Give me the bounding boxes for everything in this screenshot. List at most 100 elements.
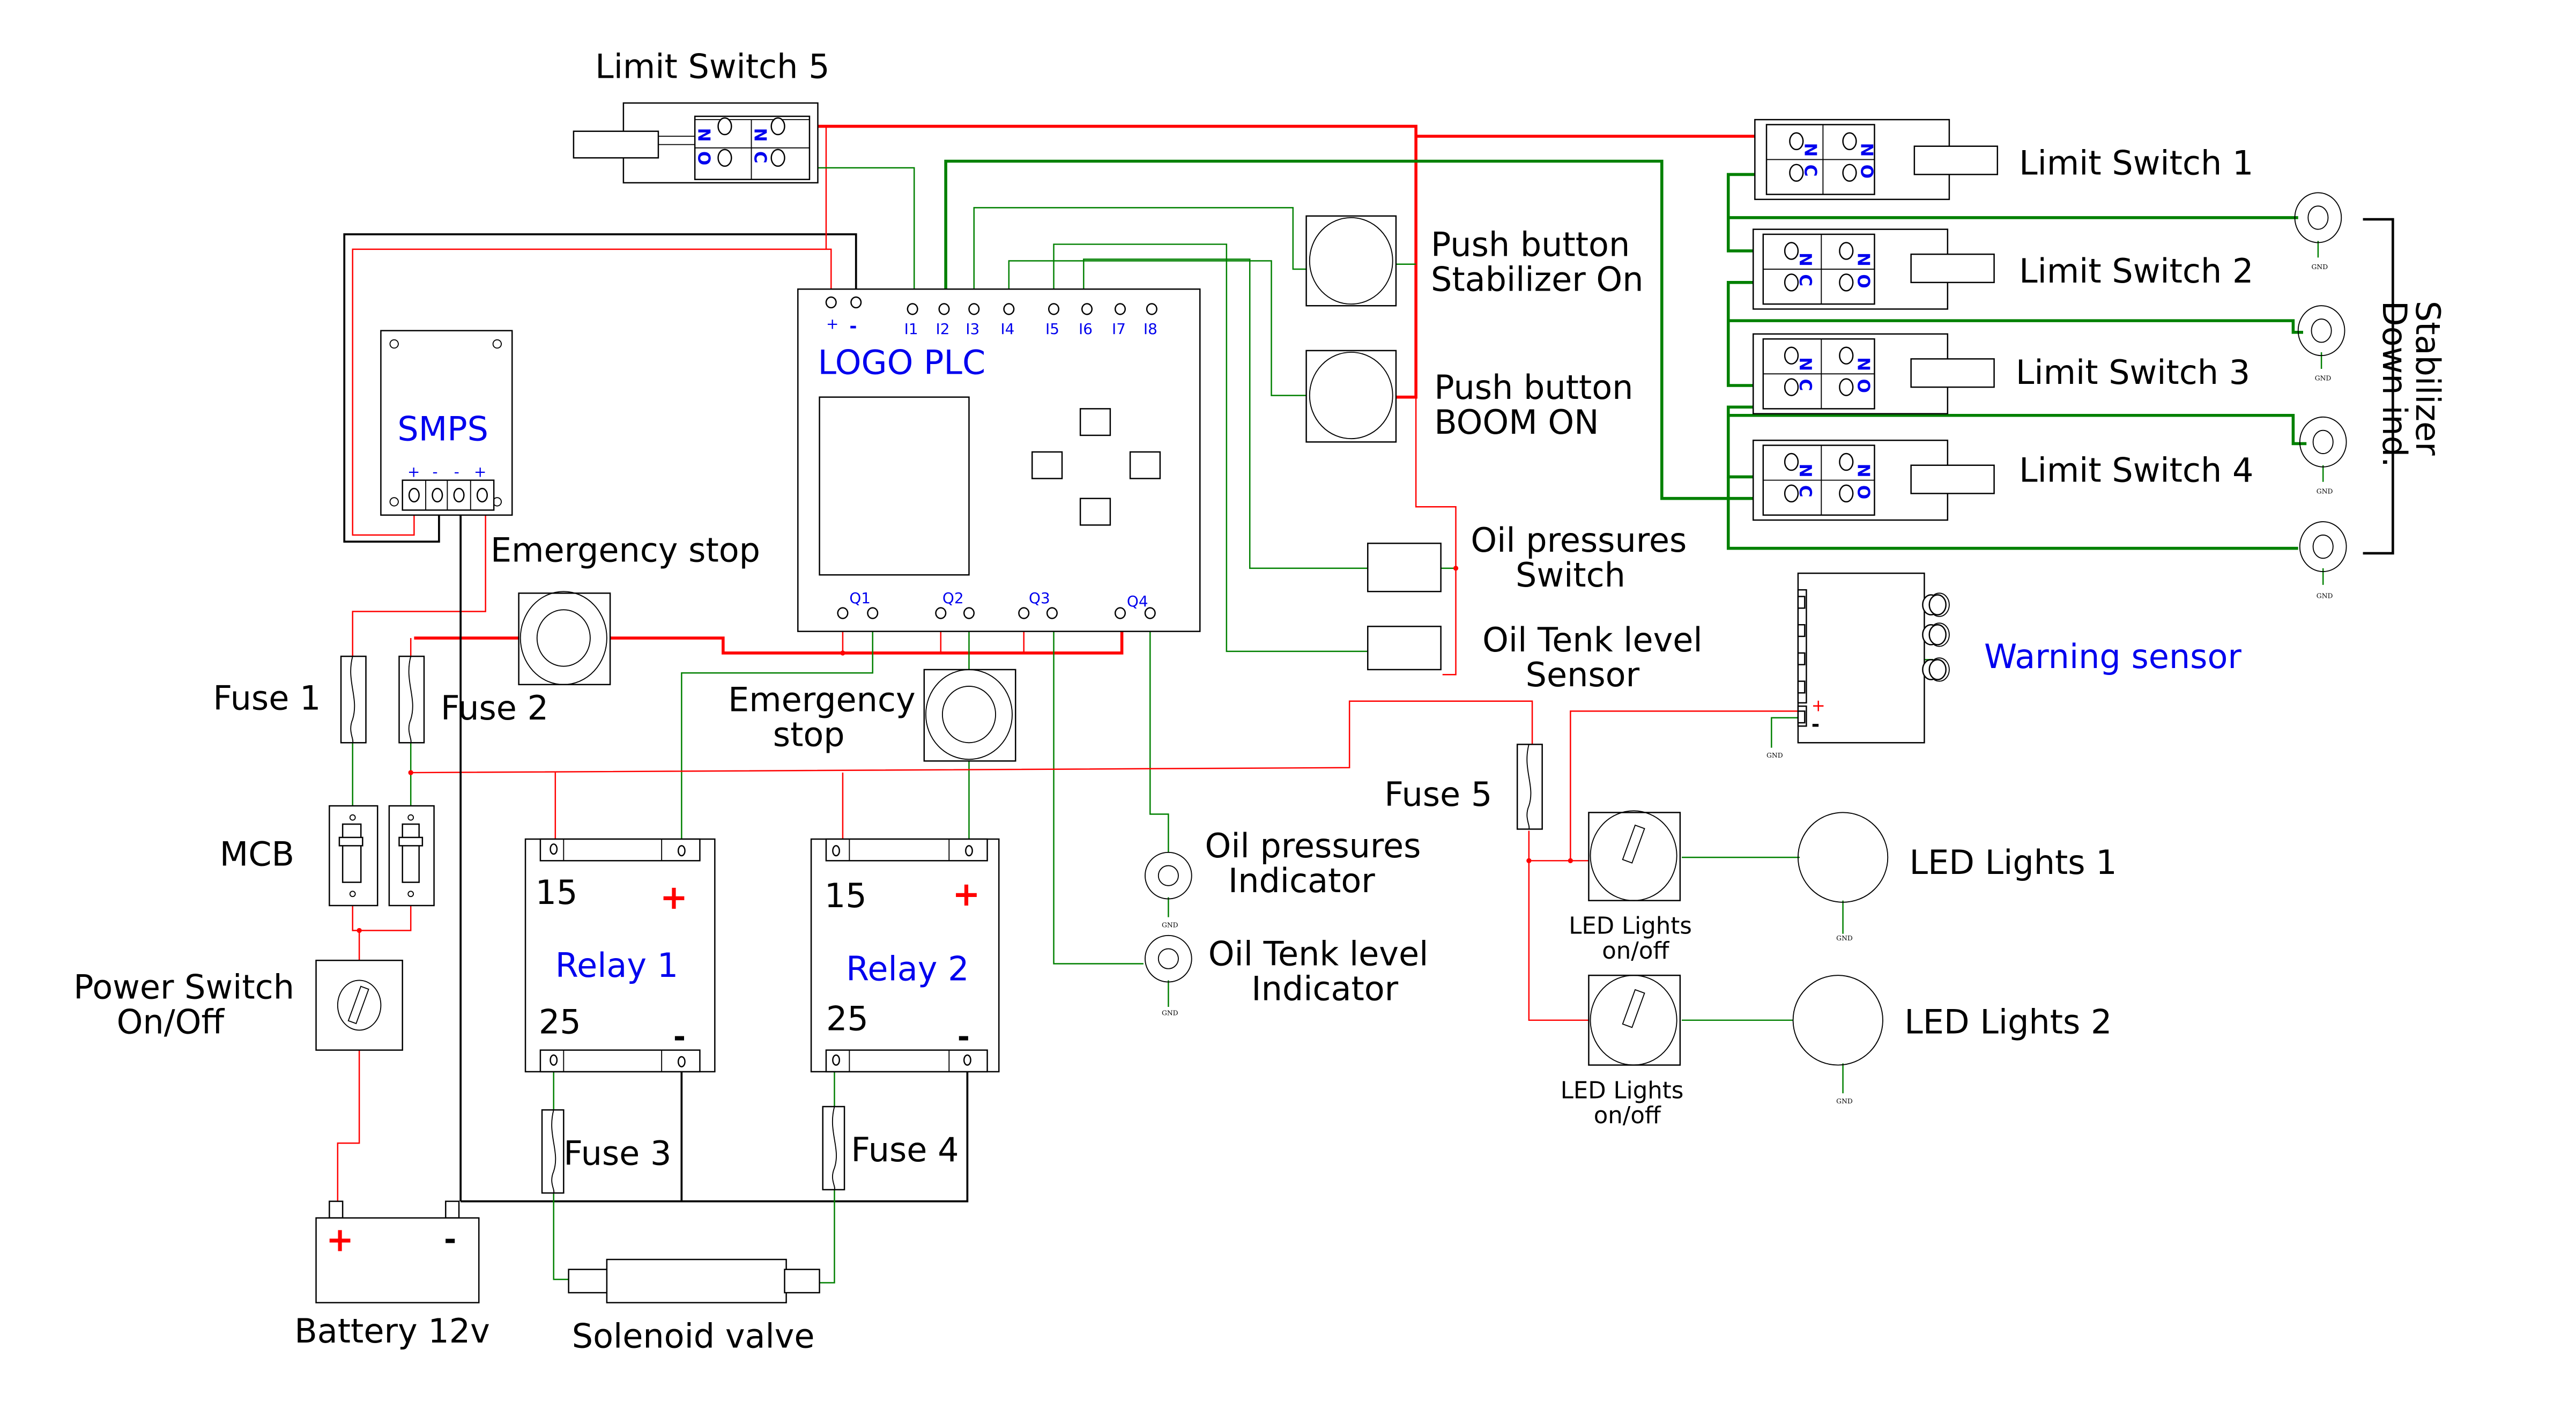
smps[interactable]: SMPS + - - +	[380, 330, 513, 516]
plc-output-q1: Q1	[849, 589, 871, 607]
limit-switch-4[interactable]: N C N O Limit Switch 4	[1752, 440, 2253, 521]
wire-fuse5-led2	[1528, 861, 1592, 1021]
emergency-stop-1-label: Emergency stop	[491, 530, 760, 569]
fuse-1[interactable]: Fuse 1	[213, 655, 367, 744]
oil-tank-level-sensor[interactable]: Oil Tenk level Sensor	[1367, 620, 1703, 694]
mcb-pole-1[interactable]	[329, 805, 378, 907]
svg-text:Switch: Switch	[1516, 555, 1625, 595]
warning-sensor[interactable]: + - Warning sensor GND	[1766, 572, 2241, 759]
plc-power-terminals: + -	[825, 296, 862, 337]
plc-output-q3: Q3	[1029, 589, 1050, 607]
plc-key-right[interactable]	[1129, 451, 1161, 479]
svg-text:Limit Switch 2: Limit Switch 2	[2019, 251, 2253, 291]
wire-warning-minus	[1771, 717, 1803, 748]
led-lights-1: GND LED Lights 1	[1797, 812, 2117, 942]
plc-key-up[interactable]	[1079, 408, 1111, 436]
plc-output-terminals: Q1 Q2 Q3 Q4	[837, 589, 1156, 619]
limit-switch-5-label: Limit Switch 5	[595, 47, 829, 86]
wire-q-bus	[414, 614, 1124, 655]
limit-switch-5[interactable]: Limit Switch 5 N O N C	[573, 47, 830, 184]
wire-i3-stab-button	[973, 207, 1310, 305]
svg-text:O: O	[1853, 274, 1873, 288]
plc-input-i1: I1	[904, 320, 918, 338]
emergency-stop-2[interactable]: Emergency stop	[728, 669, 1016, 762]
svg-text:15: 15	[536, 873, 578, 912]
wire-fuse3-solenoid	[553, 1193, 569, 1280]
plc-input-i3: I3	[966, 320, 979, 338]
stabilizer-indicator-2: GND	[2297, 305, 2345, 382]
relay-2[interactable]: 15 + Relay 2 25 -	[810, 838, 1000, 1073]
warning-sensor-label: Warning sensor	[1984, 637, 2241, 676]
svg-text:GND: GND	[1766, 751, 1783, 759]
svg-text:GND: GND	[1836, 934, 1853, 942]
wire-smps-neg-to-plc	[343, 233, 857, 543]
led-lights-2: GND LED Lights 2	[1792, 975, 2112, 1105]
push-button-stabilizer[interactable]: Push button Stabilizer On	[1305, 215, 1644, 307]
mcb-pole-2[interactable]	[388, 805, 435, 907]
relay-1[interactable]: 15 + Relay 1 25 -	[524, 838, 716, 1073]
svg-text:+: +	[660, 878, 688, 917]
solenoid-valve[interactable]: Solenoid valve	[568, 1258, 820, 1355]
svg-text:on/off: on/off	[1602, 938, 1669, 965]
oil-tank-level-indicator: GND Oil Tenk level Indicator	[1145, 935, 1428, 1017]
wire-fuse4-solenoid	[818, 1188, 835, 1284]
fuse-3[interactable]: Fuse 3	[541, 1109, 671, 1194]
plc-key-left[interactable]	[1031, 451, 1063, 479]
svg-text:C: C	[1795, 379, 1815, 391]
wire-i5-oil-sensor	[1053, 243, 1368, 652]
wire-main-bus	[411, 700, 1533, 774]
svg-text:N: N	[694, 128, 713, 142]
limit-switch-2[interactable]: N C N O Limit Switch 2	[1752, 228, 2253, 310]
svg-text:Push button: Push button	[1431, 225, 1630, 264]
plc-display	[819, 396, 970, 576]
svg-text:Fuse 1: Fuse 1	[213, 678, 321, 717]
svg-text:Fuse 3: Fuse 3	[563, 1133, 671, 1173]
svg-text:GND: GND	[2317, 487, 2333, 495]
plc-key-down[interactable]	[1079, 498, 1111, 526]
led-lights-switch-1[interactable]: LED Lights on/off	[1569, 810, 1692, 965]
junctions	[357, 566, 1573, 933]
logo-plc[interactable]: + - I1 I2 I3 I4 I5 I6 I7 I8 LOGO PLC Q1 …	[797, 288, 1201, 632]
limit-switch-1[interactable]: N C N O Limit Switch 1	[1754, 118, 2253, 201]
svg-text:Sensor: Sensor	[1526, 655, 1640, 694]
fuse-5[interactable]: Fuse 5	[1384, 744, 1543, 830]
fuse-2[interactable]: Fuse 2	[398, 655, 549, 744]
fuse-4[interactable]: Fuse 4	[822, 1106, 959, 1191]
svg-text:LED Lights: LED Lights	[1569, 913, 1692, 940]
plc-output-q4: Q4	[1127, 592, 1148, 610]
svg-text:O: O	[1853, 379, 1873, 393]
svg-text:Stabilizer On: Stabilizer On	[1431, 259, 1643, 299]
svg-text:+: +	[474, 463, 486, 480]
stabilizer-bracket	[2363, 218, 2394, 555]
svg-text:BOOM ON: BOOM ON	[1434, 403, 1599, 442]
smps-label: SMPS	[397, 409, 488, 448]
wire-pswitch-battery	[337, 1050, 360, 1202]
svg-text:LED Lights 1: LED Lights 1	[1910, 843, 2117, 882]
wire-fuse5-led	[1528, 830, 1592, 862]
battery[interactable]: + - Battery 12v	[294, 1200, 490, 1351]
svg-text:Limit Switch 3: Limit Switch 3	[2016, 353, 2250, 392]
wire-i6-oil-switch	[1083, 258, 1368, 569]
wire-smps-fuse1	[352, 510, 486, 657]
power-switch[interactable]: Power Switch On/Off	[73, 960, 403, 1051]
emergency-stop-1[interactable]: Emergency stop	[491, 530, 760, 686]
led-lights-switch-2[interactable]: LED Lights on/off	[1561, 974, 1684, 1129]
svg-text:Solenoid valve: Solenoid valve	[572, 1316, 815, 1355]
oil-pressure-indicator: GND Oil pressures Indicator	[1145, 826, 1421, 929]
mcb[interactable]: MCB	[220, 805, 435, 907]
limit-switch-3[interactable]: N C N O Limit Switch 3	[1752, 333, 2250, 414]
svg-text:C: C	[1795, 274, 1815, 286]
svg-text:GND: GND	[2317, 592, 2333, 600]
svg-text:GND: GND	[1836, 1097, 1853, 1105]
svg-text:N: N	[1795, 357, 1815, 371]
push-button-boom[interactable]: Push button BOOM ON	[1305, 350, 1634, 443]
stabilizer-indicator-1: GND	[2294, 192, 2342, 271]
svg-text:+: +	[407, 463, 420, 480]
svg-text:O: O	[1857, 165, 1876, 179]
relay-2-label: Relay 2	[846, 949, 969, 988]
wire-ls5-to-ls1	[726, 124, 1417, 399]
svg-text:-: -	[849, 316, 857, 337]
oil-pressure-switch[interactable]: Oil pressures Switch	[1367, 521, 1687, 595]
wire-i4-boom-button	[1008, 260, 1310, 396]
